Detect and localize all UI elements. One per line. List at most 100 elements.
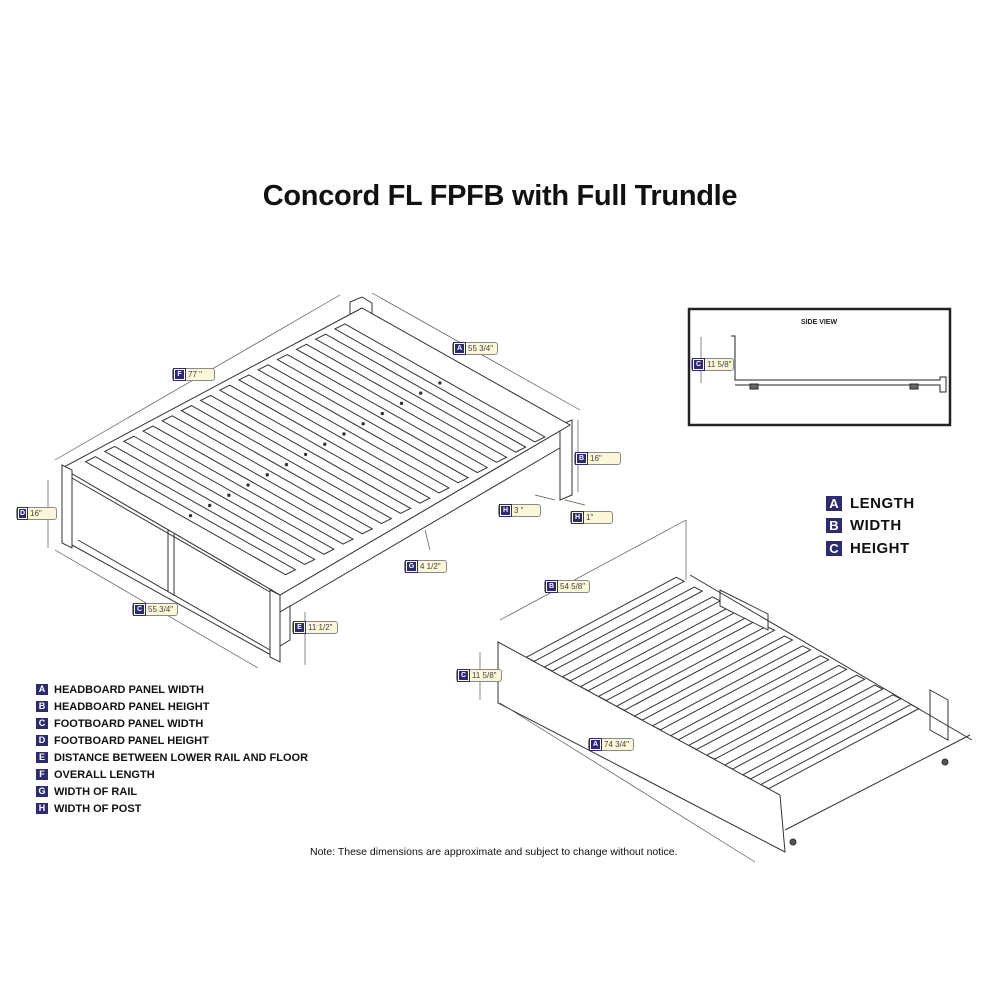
part-badge: H	[36, 803, 48, 814]
parts-legend-row: G WIDTH OF RAIL	[36, 783, 308, 800]
dimension-value: 74 3/4"	[604, 740, 630, 749]
screw	[438, 381, 442, 385]
side-rail-leg	[279, 605, 291, 647]
screw	[284, 462, 289, 467]
dimension-value: 11 1/2"	[308, 623, 333, 632]
dimension-value: 77 "	[188, 370, 202, 379]
part-label: FOOTBOARD PANEL WIDTH	[54, 717, 204, 730]
part-badge: B	[36, 701, 48, 712]
caster-wheel	[789, 838, 797, 846]
parts-legend-row: H WIDTH OF POST	[36, 800, 308, 817]
screw	[380, 411, 385, 416]
side-view-illustration	[687, 307, 952, 427]
dimension-value: 11 5/8"	[472, 671, 497, 680]
badge: A	[589, 738, 602, 751]
badge: C	[133, 603, 146, 616]
dimension-value: 11 5/8"	[707, 360, 732, 369]
caster	[749, 383, 759, 390]
parts-legend-row: D FOOTBOARD PANEL HEIGHT	[36, 732, 308, 749]
key-badge: A	[826, 495, 842, 511]
trundle-front-panel	[497, 641, 786, 853]
key-row-width: B WIDTH	[826, 515, 915, 538]
dimension-value: 16"	[590, 454, 602, 463]
key-label: LENGTH	[850, 494, 915, 512]
dimension-line	[534, 494, 556, 501]
screw	[418, 391, 423, 395]
trundle-back-rail	[689, 574, 973, 741]
part-label: OVERALL LENGTH	[54, 768, 155, 781]
badge: H	[571, 511, 584, 524]
screw	[342, 432, 346, 436]
dimension-value: 1"	[586, 513, 594, 522]
dimension-value: 3 "	[514, 506, 524, 515]
badge: A	[453, 342, 466, 355]
dimension-line	[424, 529, 431, 551]
screw	[323, 442, 327, 446]
trundle-illustration	[497, 574, 973, 853]
part-label: WIDTH OF RAIL	[54, 785, 138, 798]
part-badge: D	[36, 735, 48, 746]
part-badge: C	[36, 718, 48, 729]
trundle-side-rail	[784, 734, 971, 831]
part-label: HEADBOARD PANEL WIDTH	[54, 683, 204, 696]
trundle-end-bracket	[929, 689, 949, 741]
part-badge: F	[36, 769, 48, 780]
full-bed-illustration	[60, 296, 573, 663]
key-badge: B	[826, 518, 842, 534]
dimension-line	[499, 702, 756, 863]
dimension-line	[499, 519, 687, 621]
badge: C	[457, 669, 470, 682]
diagram-title: Concord FL FPFB with Full Trundle	[262, 180, 738, 212]
screw	[227, 493, 231, 497]
dimension-line	[564, 499, 586, 506]
dimension-value: 4 1/2"	[420, 562, 441, 571]
dimension-value: 54 5/8"	[560, 582, 586, 591]
screw	[399, 401, 404, 406]
footboard-rail	[71, 477, 271, 593]
dimension-value: 16"	[30, 509, 42, 518]
badge: E	[293, 621, 306, 634]
part-label: FOOTBOARD PANEL HEIGHT	[54, 734, 209, 747]
key-label: WIDTH	[850, 517, 902, 535]
headboard-post	[559, 419, 573, 501]
part-badge: A	[36, 684, 48, 695]
part-label: DISTANCE BETWEEN LOWER RAIL AND FLOOR	[54, 751, 309, 764]
side-view-profile	[731, 335, 947, 393]
parts-legend-row: A HEADBOARD PANEL WIDTH	[36, 681, 308, 698]
badge: F	[173, 368, 186, 381]
part-badge: G	[36, 786, 48, 797]
footboard-right-post	[269, 589, 281, 663]
badge: B	[575, 452, 588, 465]
badge: B	[545, 580, 558, 593]
part-label: WIDTH OF POST	[54, 802, 142, 815]
key-label: HEIGHT	[850, 539, 910, 557]
screw	[361, 422, 365, 426]
screw	[246, 483, 250, 487]
screw	[207, 503, 212, 508]
caster-wheel	[941, 758, 949, 766]
side-view-title: SIDE VIEW	[800, 319, 838, 326]
badge: C	[692, 358, 705, 371]
badge: D	[17, 507, 28, 520]
badge: H	[499, 504, 512, 517]
part-badge: E	[36, 752, 48, 763]
side-view-frame	[687, 307, 952, 427]
screw	[303, 452, 308, 457]
screw	[188, 513, 193, 518]
parts-legend-row: C FOOTBOARD PANEL WIDTH	[36, 715, 308, 732]
